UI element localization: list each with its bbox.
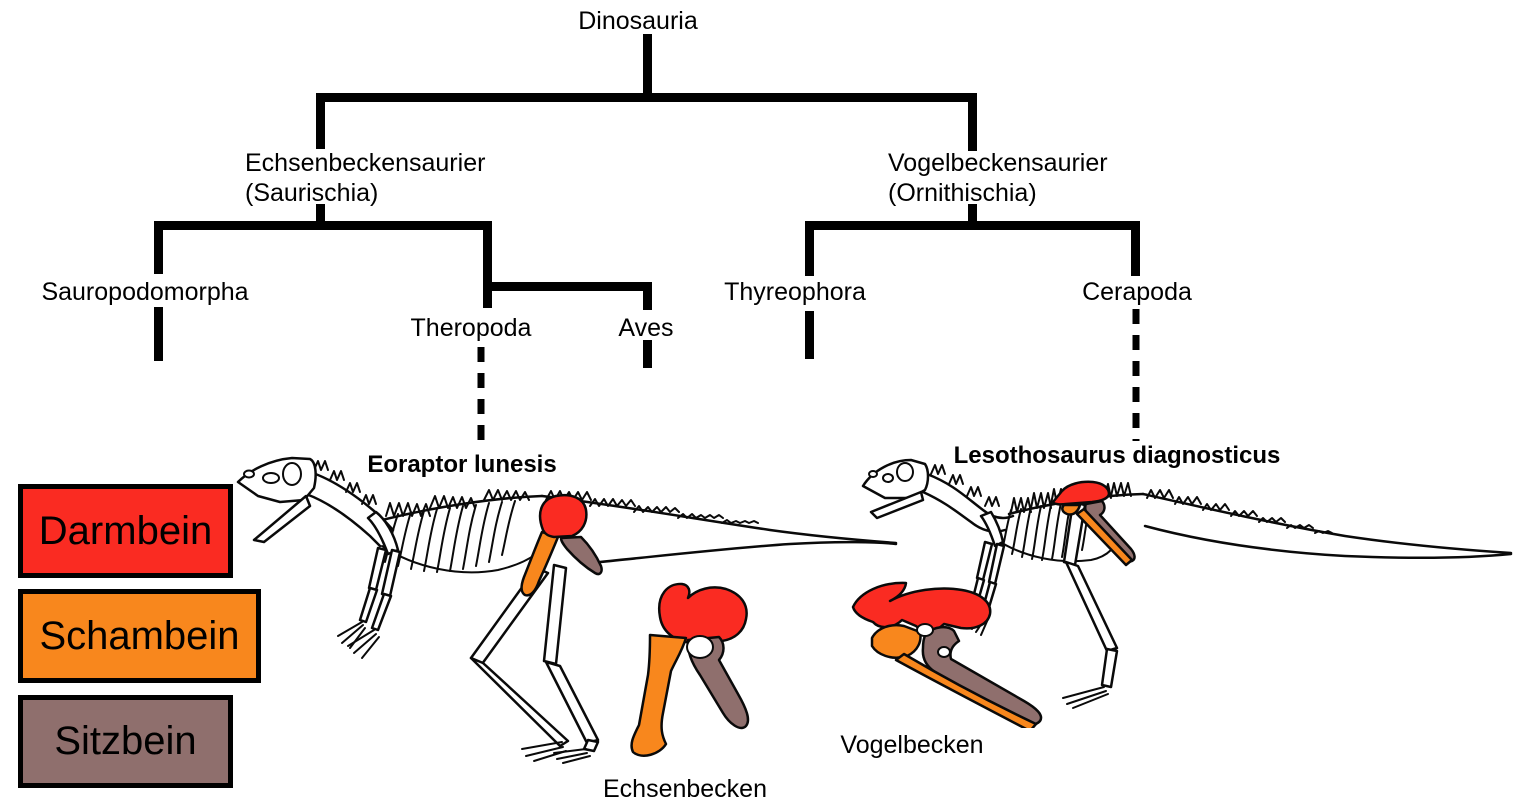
eoraptor-ischium	[559, 535, 603, 576]
eoraptor-skull	[236, 456, 317, 544]
echsenbecken-ischium	[686, 635, 750, 730]
eoraptor-near-hind-leg	[542, 563, 600, 764]
lesothosaurus-skull	[861, 458, 930, 520]
eoraptor-tail	[540, 490, 898, 564]
specimen-label-lesothosaurus: Lesothosaurus diagnosticus	[953, 442, 1281, 469]
node-dinosauria: Dinosauria	[578, 7, 698, 35]
vogelbecken-pubis-shaft	[894, 652, 1038, 728]
tree-solid-branches	[154, 34, 1140, 368]
lesothosaurus-pubis-front	[1061, 503, 1082, 516]
node-ornithischia-line1: Vogelbeckensaurier	[888, 149, 1108, 177]
eoraptor-far-hind-leg	[469, 566, 570, 762]
lesothosaurus-pelvis	[1051, 480, 1136, 567]
tree-dashed-branches	[477, 309, 1140, 448]
legend-label-sitzbein: Sitzbein	[54, 719, 197, 763]
eoraptor-forelimbs	[337, 546, 402, 659]
legend-item-darmbein: Darmbein	[18, 484, 233, 578]
node-thyreophora: Thyreophora	[724, 278, 866, 306]
echsenbecken-pelvis-diagram	[630, 582, 750, 757]
legend-label-schambein: Schambein	[39, 613, 240, 658]
echsenbecken-ilium	[657, 582, 748, 645]
lesothosaurus-ilium	[1051, 480, 1111, 506]
specimen-label-eoraptor: Eoraptor lunesis	[367, 451, 557, 478]
legend-item-sitzbein: Sitzbein	[18, 695, 233, 788]
node-aves: Aves	[618, 314, 674, 342]
echsenbecken-pubis	[630, 633, 688, 757]
node-ornithischia: Vogelbeckensaurier (Ornithischia)	[888, 148, 1108, 208]
echsenbecken-acetabulum	[686, 635, 714, 659]
legend-label-darmbein: Darmbein	[38, 508, 213, 553]
node-cerapoda: Cerapoda	[1082, 278, 1192, 306]
vogelbecken-pelvis-diagram	[851, 581, 1043, 728]
legend-item-schambein: Schambein	[18, 589, 261, 683]
lesothosaurus-ribcage	[979, 499, 1112, 563]
eoraptor-backbone	[380, 489, 544, 522]
node-saurischia-line2: (Saurischia)	[245, 179, 379, 207]
node-saurischia-line1: Echsenbeckensaurier	[245, 149, 486, 177]
node-saurischia: Echsenbeckensaurier (Saurischia)	[245, 148, 485, 208]
pelvis-label-echsenbecken: Echsenbecken	[602, 775, 768, 803]
lesothosaurus-neck	[921, 464, 1015, 533]
node-ornithischia-line2: (Ornithischia)	[888, 179, 1037, 207]
eoraptor-ilium	[538, 493, 588, 539]
eoraptor-pubis	[520, 530, 560, 597]
lesothosaurus-skeleton	[861, 458, 1513, 709]
node-sauropodomorpha: Sauropodomorpha	[41, 278, 249, 306]
eoraptor-pelvis	[520, 493, 603, 597]
lesothosaurus-pubis-shaft	[1075, 507, 1134, 567]
node-theropoda: Theropoda	[410, 314, 532, 342]
vogelbecken-acetabulum	[916, 623, 934, 637]
pelvis-label-vogelbecken: Vogelbecken	[840, 731, 984, 759]
vogelbecken-ischium	[921, 625, 1043, 726]
vogelbecken-pubis-front	[870, 623, 922, 659]
lesothosaurus-tail	[1141, 489, 1513, 559]
vogelbecken-obturator	[937, 646, 951, 658]
eoraptor-skeleton	[236, 456, 898, 764]
